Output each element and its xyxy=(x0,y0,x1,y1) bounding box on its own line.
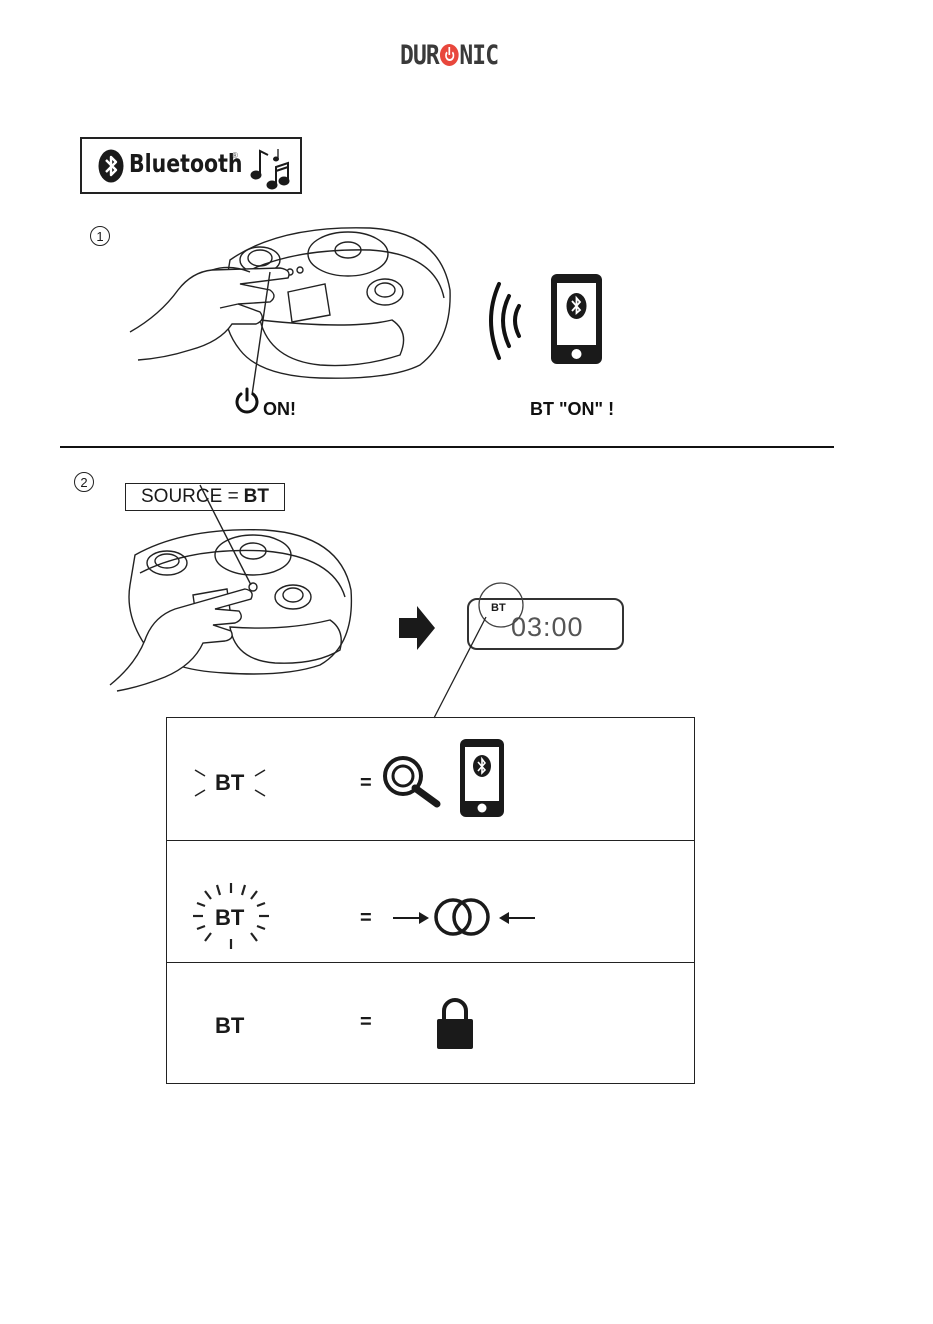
bluetooth-icon xyxy=(98,149,124,183)
pairing-rings-icon xyxy=(433,897,493,937)
logo-text-left: DUR xyxy=(400,40,439,71)
duronic-logo: DUR NIC xyxy=(400,38,498,72)
arrow-right-icon-small xyxy=(393,911,429,925)
equals-sign-2: = xyxy=(360,907,372,930)
callout-line xyxy=(430,615,490,720)
phone-bluetooth-icon xyxy=(550,273,603,365)
search-icon xyxy=(381,754,443,810)
step-2-number: 2 xyxy=(74,472,94,492)
boombox-power-illustration xyxy=(120,220,460,385)
power-on-label: ON! xyxy=(263,399,296,420)
status-code-2: BT xyxy=(215,905,244,931)
boombox-source-illustration xyxy=(105,505,365,695)
music-notes-icon xyxy=(248,145,294,191)
status-row-pairing: BT = xyxy=(167,841,694,963)
logo-power-icon xyxy=(440,44,459,66)
trademark-mark: ® xyxy=(232,151,238,160)
power-icon xyxy=(233,386,261,414)
status-row-searching: BT = xyxy=(167,718,694,841)
arrow-left-icon-small xyxy=(499,911,535,925)
status-code-1: BT xyxy=(215,770,244,796)
bt-on-label: BT "ON" ! xyxy=(530,399,614,420)
equals-sign-1: = xyxy=(360,772,372,795)
lock-icon xyxy=(435,997,475,1051)
status-row-connected: BT = xyxy=(167,963,694,1083)
bluetooth-wordmark: Bluetooth xyxy=(129,149,243,178)
bluetooth-badge: Bluetooth ® xyxy=(80,137,302,194)
section-divider xyxy=(60,446,834,448)
wireless-waves-icon xyxy=(487,278,527,363)
phone-bluetooth-icon-small xyxy=(459,738,505,818)
bt-status-table: BT = BT = xyxy=(166,717,695,1084)
status-code-3: BT xyxy=(215,1013,244,1039)
logo-text-right: NIC xyxy=(459,40,498,71)
step-1-number: 1 xyxy=(90,226,110,246)
equals-sign-3: = xyxy=(360,1011,372,1034)
